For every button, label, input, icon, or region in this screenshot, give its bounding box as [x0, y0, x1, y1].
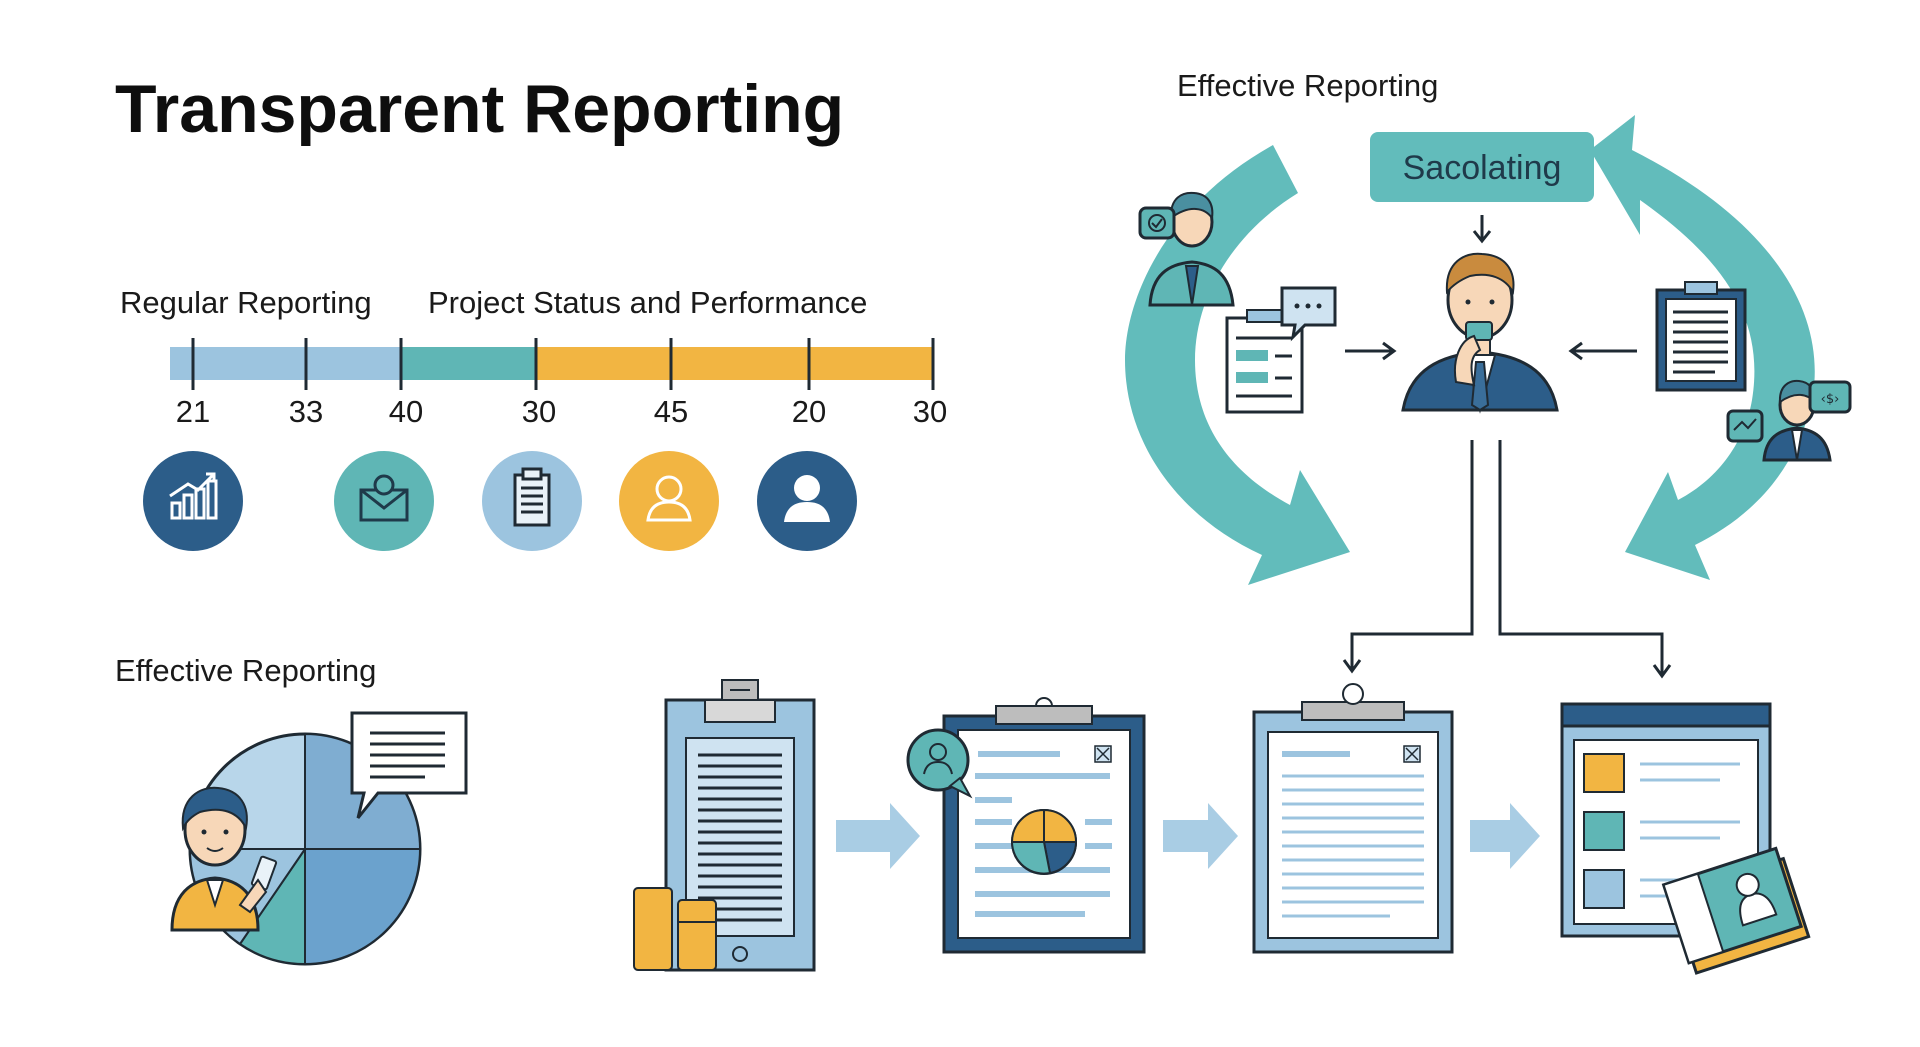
central-businessman-figure	[1401, 252, 1559, 414]
workflow-title: Effective Reporting	[115, 653, 376, 688]
tick-label: 45	[654, 394, 688, 429]
person-with-check-bubble	[1138, 191, 1235, 307]
workflow-document-pie-report	[906, 697, 1146, 954]
flow-arrow	[1163, 803, 1238, 869]
growth-chart-icon	[143, 451, 243, 551]
timeline-segment-light-blue	[170, 347, 401, 380]
workflow-document-dashboard	[1560, 702, 1811, 975]
flow-arrow	[1470, 803, 1540, 869]
timeline-bar	[170, 338, 935, 390]
workflow-document-text-report	[1252, 683, 1454, 954]
document-with-chat-icon	[1225, 286, 1337, 414]
timeline-segment-orange	[536, 347, 933, 380]
profile-card	[1661, 846, 1811, 975]
user-icon	[757, 451, 857, 551]
clipboard-icon	[482, 451, 582, 551]
user-icon	[619, 451, 719, 551]
timeline-tick-marks	[191, 338, 935, 390]
project-status-label: Project Status and Performance	[428, 285, 867, 320]
sacolating-badge-label: Sacolating	[1403, 149, 1562, 187]
tick-label: 30	[522, 394, 556, 429]
svg-text:‹$›: ‹$›	[1821, 392, 1840, 407]
sacolating-badge: Sacolating	[1370, 132, 1594, 202]
timeline-tick-labels: 21 33 40 30 45 20 30	[176, 394, 947, 429]
reporting-pie-illustration	[170, 711, 468, 966]
mail-person-icon	[334, 451, 434, 551]
cycle-arrow-right	[1590, 115, 1815, 580]
clipboard-report-icon	[1655, 281, 1747, 392]
connector-lines	[1342, 440, 1672, 679]
page-title: Transparent Reporting	[115, 71, 844, 147]
badge-down-arrow	[1472, 215, 1492, 244]
cycle-arrow-left	[1125, 145, 1350, 585]
tick-label: 30	[913, 394, 947, 429]
tick-label: 21	[176, 394, 210, 429]
cycle-title: Effective Reporting	[1177, 68, 1438, 103]
arrow-to-center-left	[1345, 341, 1397, 361]
person-with-chart-bubbles: ‹$›	[1726, 379, 1852, 462]
flow-arrow	[836, 803, 920, 869]
tick-label: 33	[289, 394, 323, 429]
arrow-to-center-right	[1568, 341, 1637, 361]
person-bubble-icon	[906, 728, 973, 799]
timeline-segment-teal	[401, 347, 536, 380]
regular-reporting-label: Regular Reporting	[120, 285, 372, 320]
workflow-document-tablet	[633, 679, 816, 972]
tick-label: 40	[389, 394, 423, 429]
tick-label: 20	[792, 394, 826, 429]
